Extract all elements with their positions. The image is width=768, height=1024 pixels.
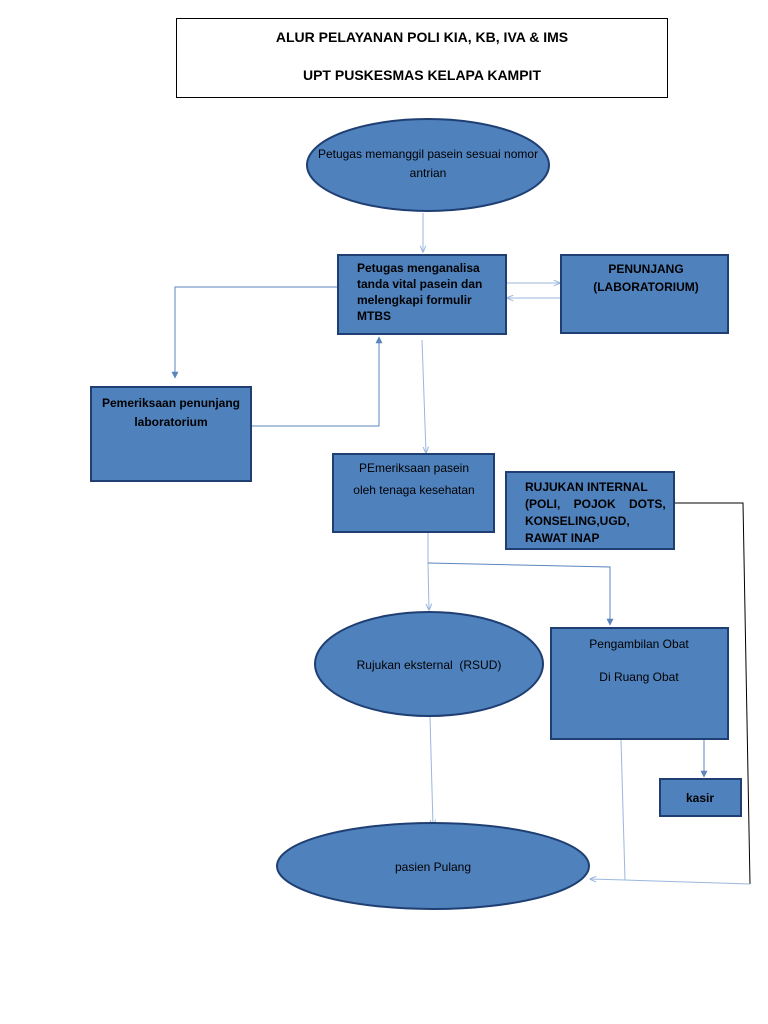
- node-pharmacy-line-1: Pengambilan Obat: [589, 637, 689, 651]
- connector-internal-right: [675, 502, 751, 885]
- connectors: [171, 213, 751, 885]
- node-internal-referral: RUJUKAN INTERNAL (POLI, POJOK DOTS, KONS…: [505, 471, 675, 550]
- node-internal-referral-line-4: RAWAT INAP: [525, 531, 599, 545]
- node-health-exam: PEmeriksaan pasein oleh tenaga kesehatan: [332, 453, 495, 533]
- connector-vital-to-exam: [421, 339, 426, 453]
- node-discharge: pasien Pulang: [276, 822, 590, 910]
- node-lab-exam-line-2: laboratorium: [134, 415, 207, 429]
- diagram-title: ALUR PELAYANAN POLI KIA, KB, IVA & IMS: [275, 29, 569, 45]
- node-internal-referral-line-1: RUJUKAN INTERNAL: [525, 480, 648, 494]
- connector-right-to-discharge: [624, 879, 751, 885]
- node-pharmacy: Pengambilan Obat Di Ruang Obat: [550, 627, 729, 740]
- node-lab-exam: Pemeriksaan penunjang laboratorium: [90, 386, 252, 482]
- node-call-patient-line-1: Petugas memanggil pasein sesuai nomor: [318, 147, 538, 161]
- node-vital-signs-line-1: Petugas menganalisa: [357, 261, 480, 275]
- title-box: ALUR PELAYANAN POLI KIA, KB, IVA & IMS U…: [176, 18, 668, 98]
- connector-pharmacy-to-discharge: [590, 739, 626, 880]
- connector-external-to-discharge: [429, 716, 433, 826]
- connector-lab-to-vital: [252, 336, 383, 427]
- node-external-referral-label: Rujukan eksternal (RSUD): [357, 658, 502, 672]
- node-support-lab: PENUNJANG (LABORATORIUM): [560, 254, 729, 334]
- node-internal-referral-line-2: (POLI, POJOK DOTS,: [525, 497, 666, 511]
- node-vital-signs-line-3: melengkapi formulir: [357, 293, 472, 307]
- node-vital-signs-line-2: tanda vital pasein dan: [357, 277, 482, 291]
- node-internal-referral-line-3: KONSELING,UGD,: [525, 514, 630, 528]
- node-discharge-label: pasien Pulang: [395, 860, 471, 874]
- node-cashier-label: kasir: [686, 791, 714, 805]
- node-vital-signs-line-4: MTBS: [357, 309, 391, 323]
- node-support-lab-line-2: (LABORATORIUM): [593, 280, 699, 294]
- connector-exam-to-external: [428, 562, 429, 610]
- diagram-subtitle: UPT PUSKESMAS KELAPA KAMPIT: [302, 67, 541, 83]
- node-support-lab-line-1: PENUNJANG: [608, 262, 683, 276]
- connector-vital-to-lab: [171, 286, 338, 379]
- node-health-exam-line-2: oleh tenaga kesehatan: [353, 483, 474, 497]
- node-external-referral: Rujukan eksternal (RSUD): [314, 611, 544, 717]
- node-call-patient-line-2: antrian: [410, 166, 447, 180]
- node-cashier: kasir: [659, 778, 742, 817]
- node-pharmacy-line-2: Di Ruang Obat: [599, 670, 679, 684]
- node-health-exam-line-1: PEmeriksaan pasein: [359, 461, 469, 475]
- node-call-patient: Petugas memanggil pasein sesuai nomor an…: [306, 118, 550, 212]
- node-lab-exam-line-1: Pemeriksaan penunjang: [102, 396, 240, 410]
- connector-exam-to-pharmacy: [427, 562, 614, 626]
- node-vital-signs: Petugas menganalisa tanda vital pasein d…: [337, 254, 507, 335]
